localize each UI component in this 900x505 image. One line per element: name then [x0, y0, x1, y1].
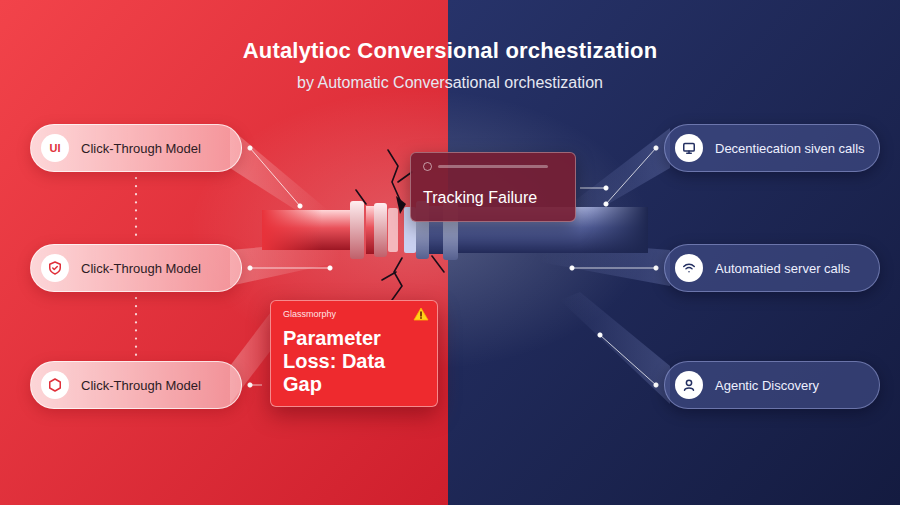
model-pill: Click-Through Model	[30, 361, 242, 409]
diagram-title: Autalytioc Conversional orchestization	[0, 38, 900, 64]
alert-title: Parameter Loss: Data Gap	[283, 327, 425, 396]
user-icon	[680, 376, 698, 394]
wifi-icon	[680, 259, 698, 277]
wifi-stroke	[688, 271, 690, 273]
icon-circle	[41, 254, 69, 282]
header-dot	[423, 162, 432, 171]
user-stroke	[686, 380, 691, 385]
monitor-icon	[680, 139, 698, 157]
shield-stroke	[50, 262, 61, 274]
pill-label: Click-Through Model	[81, 141, 201, 156]
subtitle: by Automatic Conversational orchestizati…	[0, 74, 900, 92]
icon-circle	[675, 134, 703, 162]
pill-label: Click-Through Model	[81, 378, 201, 393]
wifi-stroke	[686, 268, 692, 269]
model-pill: Click-Through Model	[30, 244, 242, 292]
server-pill: Decentiecation siven calls	[664, 124, 880, 172]
server-pill: Agentic Discovery	[664, 361, 880, 409]
icon-circle	[675, 371, 703, 399]
hex-stroke	[50, 379, 61, 391]
icon-text: UI	[50, 142, 61, 154]
shield-stroke	[53, 267, 58, 270]
icon-circle	[41, 371, 69, 399]
light-beams	[230, 128, 670, 404]
icon-circle	[675, 254, 703, 282]
wifi-stroke	[684, 264, 695, 266]
icon-circle: UI	[41, 134, 69, 162]
alert-note: Glassmorphy	[283, 309, 425, 319]
monitor-stroke	[687, 151, 692, 153]
failure-callout: Tracking Failure	[410, 152, 576, 222]
dotted-connector	[135, 178, 137, 238]
pill-label: Decentiecation siven calls	[715, 141, 865, 156]
pipe-left	[262, 201, 398, 259]
warning-triangle	[414, 308, 428, 320]
warning-icon	[413, 307, 429, 321]
model-pill: UI Click-Through Model	[30, 124, 242, 172]
dotted-connector	[135, 298, 137, 355]
pill-label: Click-Through Model	[81, 261, 201, 276]
pill-label: Automatied server calls	[715, 261, 850, 276]
hex-icon	[46, 376, 64, 394]
shield-icon	[46, 259, 64, 277]
warning-mark	[420, 312, 422, 318]
user-stroke	[685, 388, 694, 390]
header-bar	[438, 165, 548, 168]
alert-callout: GlassmorphyParameter Loss: Data Gap	[270, 300, 438, 407]
server-pill: Automatied server calls	[664, 244, 880, 292]
monitor-stroke	[684, 144, 695, 152]
pill-label: Agentic Discovery	[715, 378, 819, 393]
callout-header	[423, 161, 563, 171]
callout-text: Tracking Failure	[423, 189, 563, 207]
